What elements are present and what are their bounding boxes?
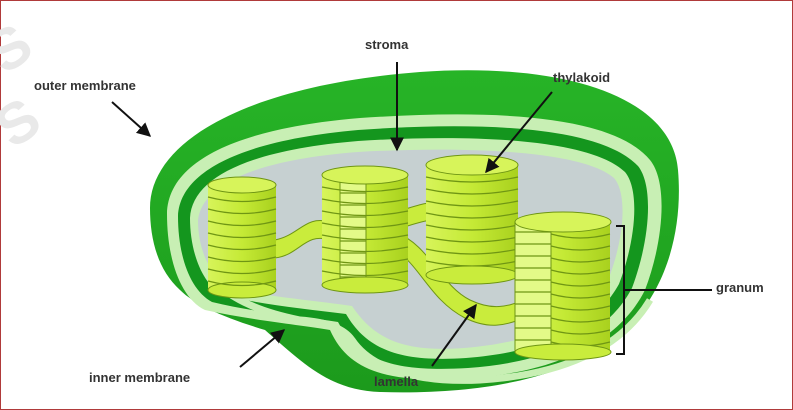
label-lamella: lamella: [374, 374, 418, 389]
label-inner-membrane: inner membrane: [89, 370, 190, 385]
arrow-icon: [112, 102, 150, 136]
label-thylakoid: thylakoid: [553, 70, 610, 85]
granum-left: [208, 177, 276, 298]
granum-cut: [322, 166, 408, 293]
label-stroma: stroma: [365, 37, 408, 52]
granum-thylakoid: [426, 155, 518, 284]
label-outer-membrane: outer membrane: [34, 78, 136, 93]
arrow-icon: [240, 330, 284, 367]
label-granum: granum: [716, 280, 764, 295]
granum-right: [515, 212, 611, 360]
